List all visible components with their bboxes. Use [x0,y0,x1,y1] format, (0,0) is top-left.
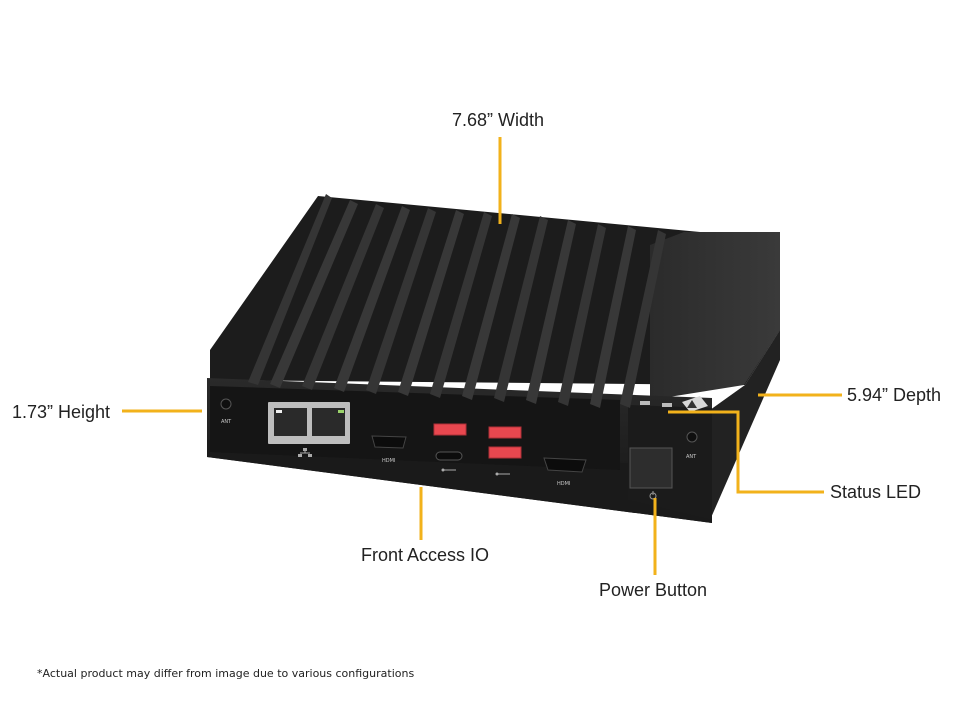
rj45-ports[interactable] [268,402,350,444]
width-label: 7.68” Width [452,110,545,130]
status-led-1 [640,401,650,405]
ant-label-right: ANT [686,454,697,460]
chassis [207,196,780,523]
front-io-label: Front Access IO [361,545,490,565]
power-button-label: Power Button [599,580,708,600]
usb-icon [495,472,510,476]
usb-icon [441,468,456,472]
ant-label-left: ANT [221,419,232,425]
height-label: 1.73” Height [12,402,111,422]
usb-a-port-1[interactable] [488,426,522,439]
status-led-2 [662,403,672,407]
front-io-panel: ANT HDMI [220,398,698,500]
network-icon [298,448,312,457]
hdmi-port-left[interactable] [371,435,407,449]
usb-a-port-2[interactable] [488,446,522,459]
status-led-label: Status LED [830,482,922,502]
usb-c-port[interactable] [435,451,463,461]
power-button[interactable] [629,447,673,489]
hdmi-port-right[interactable] [543,457,587,473]
callout-lines [122,137,842,575]
status-led-callout-line [668,410,824,494]
hdmi-label-left: HDMI [382,458,395,464]
footnote: *Actual product may differ from image du… [37,667,415,680]
antenna-connector-left [220,398,232,410]
warning-icon [682,396,708,412]
heatsink-fins [248,194,666,408]
power-icon [649,491,657,500]
depth-label: 5.94” Depth [847,385,942,405]
hdmi-label-right: HDMI [557,481,570,487]
antenna-connector-right [686,431,698,443]
usb-a-port-top[interactable] [433,423,467,436]
